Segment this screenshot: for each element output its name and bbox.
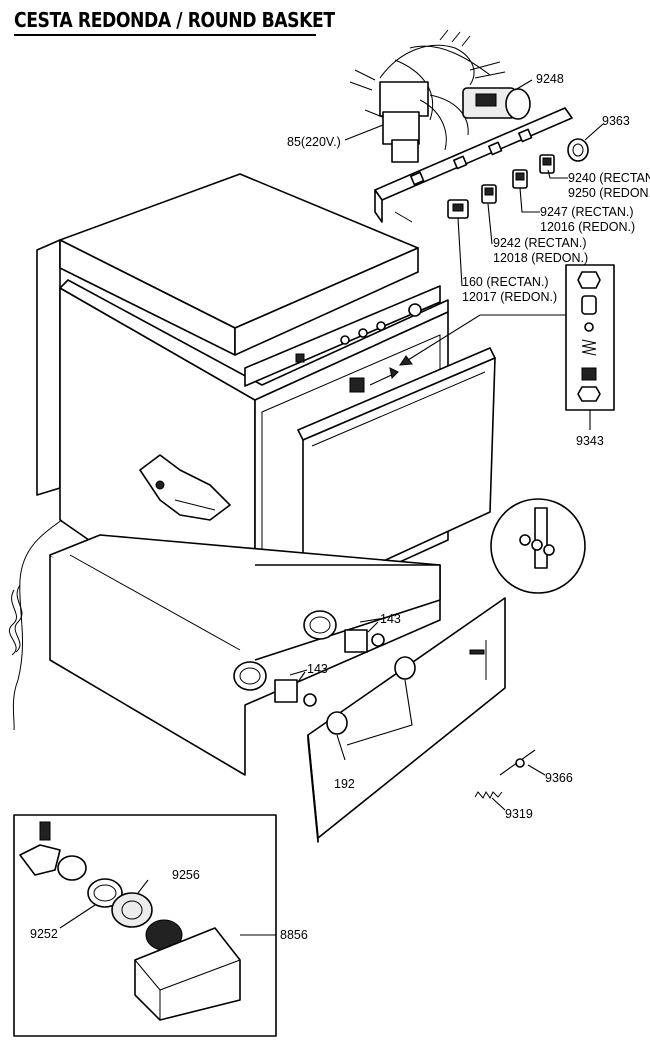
label-9343: 9343 (576, 434, 604, 448)
title-underline (14, 34, 316, 36)
leader-lines (59, 79, 604, 929)
thermostat-knobs-192 (326, 656, 416, 761)
label-9240: 9240 (RECTAN.) (568, 171, 650, 185)
label-9248: 9248 (536, 72, 564, 86)
heater-coil-lower (233, 661, 317, 707)
heater-coil-upper (303, 610, 386, 653)
label-9366: 9366 (545, 771, 573, 785)
label-9319: 9319 (505, 807, 533, 821)
label-143-lower: 143 (307, 662, 328, 676)
switches (447, 154, 555, 219)
shaft-9366 (474, 749, 536, 799)
label-85: 85(220V.) (287, 135, 341, 149)
label-143-upper: 143 (380, 612, 401, 626)
front-lower-panel (307, 597, 506, 843)
power-cord (9, 519, 63, 731)
detail-box-8856 (13, 814, 277, 1037)
knob-9363 (567, 138, 589, 162)
label-160: 160 (RECTAN.) (462, 275, 549, 289)
base-housing (49, 534, 441, 776)
label-9256: 9256 (172, 868, 200, 882)
wiring-harness-assembly (349, 29, 506, 163)
detail-box-9343 (399, 264, 615, 430)
part-labels: 85(220V.) 9248 9363 9240 (RECTAN.) 9250 … (30, 72, 650, 942)
label-9242: 9242 (RECTAN.) (493, 236, 587, 250)
label-9247: 9247 (RECTAN.) (540, 205, 634, 219)
label-9363: 9363 (602, 114, 630, 128)
door-latch (349, 367, 399, 393)
door (297, 347, 496, 599)
timer-motor-9248 (462, 87, 531, 120)
hinge-detail-circle (490, 498, 586, 594)
label-12016: 12016 (REDON.) (540, 220, 635, 234)
control-panel-strip (374, 107, 573, 223)
label-12018: 12018 (REDON.) (493, 251, 588, 265)
label-8856: 8856 (280, 928, 308, 942)
label-192: 192 (334, 777, 355, 791)
label-12017: 12017 (REDON.) (462, 290, 557, 304)
label-9250: 9250 (REDON.) (568, 186, 650, 200)
label-9252: 9252 (30, 927, 58, 941)
diagram-title: CESTA REDONDA / ROUND BASKET (14, 8, 335, 32)
